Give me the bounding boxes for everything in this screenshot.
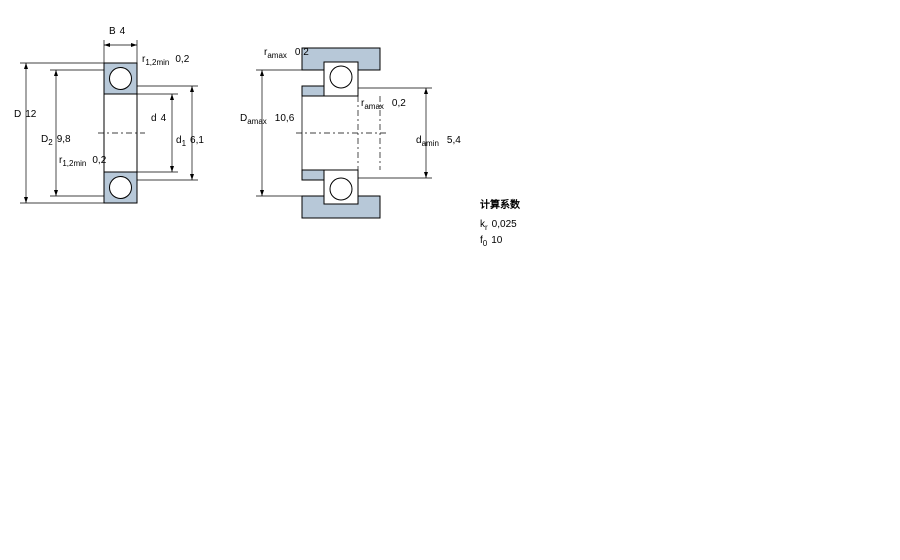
bearing-arrows (24, 43, 194, 203)
bearing-section (20, 40, 198, 204)
calc-factors-title: 计算系数 (480, 200, 520, 211)
shaft-shoulder-bottom (301, 169, 325, 181)
bottom-ball (109, 176, 132, 199)
shaft-shoulder-top (301, 85, 325, 97)
mounting-section (256, 47, 432, 219)
top-ball (109, 67, 132, 90)
mounting-arrows (260, 70, 428, 196)
